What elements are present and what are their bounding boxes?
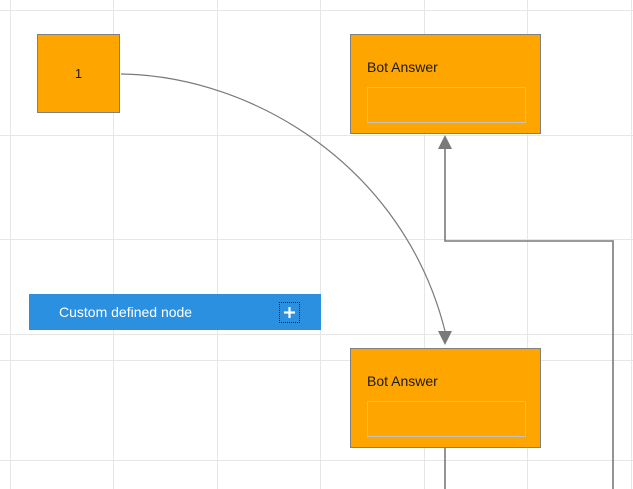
- arrowhead-up-icon: [438, 135, 452, 149]
- edge-elbow-up[interactable]: [438, 135, 614, 489]
- node-index-label: 1: [74, 66, 83, 81]
- node-answer-slot[interactable]: [367, 401, 526, 437]
- node-bot-answer-bottom[interactable]: Bot Answer: [350, 348, 541, 448]
- node-1[interactable]: 1: [37, 34, 120, 113]
- custom-defined-node-label: Custom defined node: [59, 304, 193, 320]
- node-answer-slot[interactable]: [367, 87, 526, 123]
- node-bot-answer-top[interactable]: Bot Answer: [350, 34, 541, 134]
- node-title: Bot Answer: [367, 59, 438, 75]
- node-title: Bot Answer: [367, 373, 438, 389]
- plus-icon[interactable]: [279, 301, 300, 323]
- edge-curve[interactable]: [120, 73, 452, 345]
- custom-defined-node-bar[interactable]: Custom defined node: [29, 294, 321, 330]
- arrowhead-down-icon: [438, 331, 452, 345]
